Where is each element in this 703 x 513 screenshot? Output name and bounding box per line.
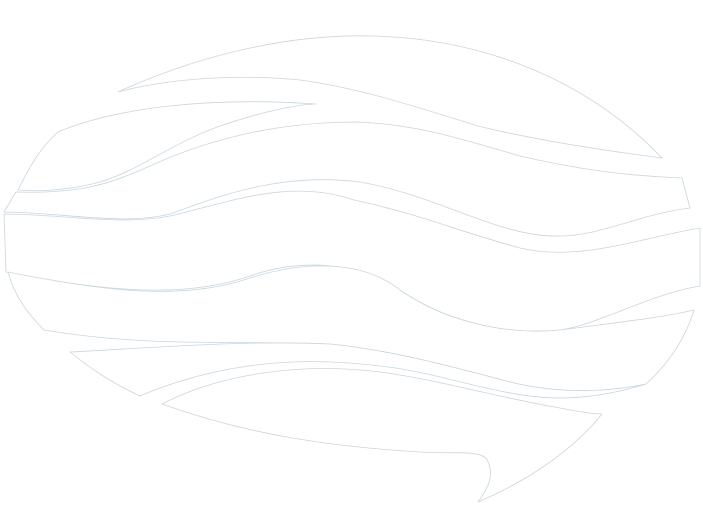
logo-speech-bubble-tail (161, 368, 603, 503)
logo-wave-band-upper (17, 101, 317, 192)
logo-wave-band-fifth (69, 342, 647, 399)
logo-wave-band-top-cap (117, 35, 663, 159)
logo-wave-band-fourth (7, 265, 695, 391)
logo-wave-band-second (3, 121, 691, 237)
logo-wave-band-third (3, 190, 701, 332)
